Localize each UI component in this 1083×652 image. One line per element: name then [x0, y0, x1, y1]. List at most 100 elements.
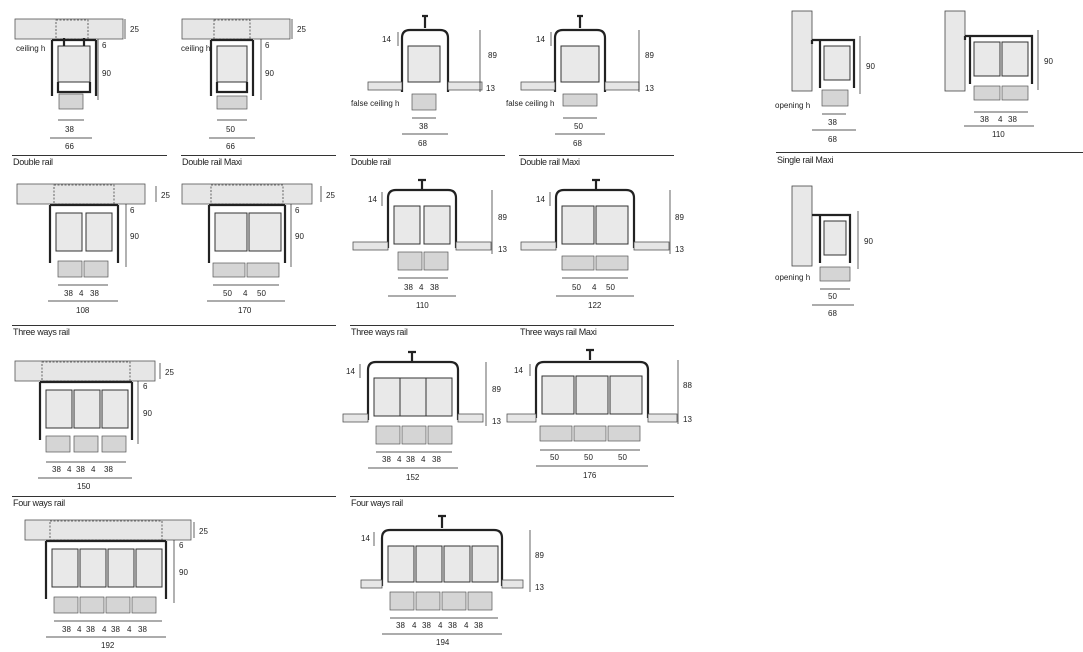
dim-4: 4 [397, 455, 402, 464]
suspension-rod [577, 14, 583, 28]
suspension-rod [586, 348, 594, 360]
door-carriage [467, 591, 493, 611]
dim-4: 4 [102, 625, 107, 634]
false-ceiling-panel [647, 413, 678, 423]
door-carriage [595, 255, 629, 271]
dim-4: 4 [91, 465, 96, 474]
false-ceiling-panel [501, 579, 524, 589]
door-carriage [101, 435, 127, 453]
suspension-rod [418, 178, 426, 190]
caption-double-rail-maxi: Double rail Maxi [182, 157, 242, 167]
rail-profile [50, 38, 98, 96]
dim-38: 38 [86, 625, 95, 634]
door-carriage [1001, 85, 1029, 101]
rail-track [609, 375, 643, 415]
dim-194: 194 [436, 638, 450, 647]
dim-38: 38 [474, 621, 483, 630]
dim-68: 68 [828, 309, 837, 318]
rail-guide [215, 82, 249, 94]
dim-14: 14 [346, 367, 355, 376]
dim-90: 90 [866, 62, 875, 71]
dim-6: 6 [102, 41, 107, 50]
drawing-double-rail-maxi-false-ceiling: 14 false ceiling h 89 13 50 68 [505, 14, 670, 150]
dim-4: 4 [243, 289, 248, 298]
door-carriage [561, 255, 595, 271]
rail-track [135, 548, 163, 588]
caption-double-rail-b: Double rail [351, 157, 391, 167]
dim-4: 4 [67, 465, 72, 474]
dim-38: 38 [62, 625, 71, 634]
false-ceiling-panel [367, 81, 403, 91]
dim-38: 38 [828, 118, 837, 127]
rail-track [823, 220, 847, 256]
dim-89: 89 [488, 51, 497, 60]
false-ceiling-panel [342, 413, 369, 423]
label-false-ceiling-h: false ceiling h [351, 99, 399, 108]
dim-122: 122 [588, 301, 602, 310]
divider [350, 496, 674, 497]
door-carriage [375, 425, 401, 445]
dim-38: 38 [430, 283, 439, 292]
dim-89: 89 [675, 213, 684, 222]
door-carriage [73, 435, 99, 453]
drawing-double-rail-maxi-wall: 90 38 4 38 110 [944, 10, 1083, 142]
dim-6: 6 [130, 206, 135, 215]
rail-track [373, 377, 401, 417]
dim-38: 38 [111, 625, 120, 634]
rail-track [561, 205, 595, 245]
dim-38: 38 [980, 115, 989, 124]
wall [791, 185, 813, 267]
door-carriage [216, 95, 248, 110]
caption-three-ways-rail-b: Three ways rail [351, 327, 408, 337]
dim-38: 38 [406, 455, 415, 464]
drawing-three-ways-rail-false-ceiling: 14 89 13 38 4 38 110 [352, 178, 517, 316]
dim-50: 50 [257, 289, 266, 298]
dim-38: 38 [138, 625, 147, 634]
door-carriage [105, 596, 131, 614]
dim-90: 90 [179, 568, 188, 577]
suspension-rod [592, 178, 600, 190]
door-carriage [973, 85, 1001, 101]
label-opening-h: opening h [775, 273, 810, 282]
dim-38: 38 [65, 125, 74, 134]
dim-90: 90 [864, 237, 873, 246]
ceiling-slab [14, 18, 124, 40]
rail-profile [48, 203, 120, 263]
rail-track [79, 548, 107, 588]
caption-four-ways-rail: Four ways rail [13, 498, 65, 508]
dim-68: 68 [828, 135, 837, 144]
dim-90: 90 [143, 409, 152, 418]
rail-profile [534, 360, 650, 418]
door-carriage [441, 591, 467, 611]
drawing-double-rail-ceiling: 25 ceiling h 6 90 38 66 [12, 18, 152, 151]
rail-profile [400, 28, 450, 92]
rail-track [55, 212, 83, 252]
dim-50: 50 [828, 292, 837, 301]
rail-track [399, 377, 427, 417]
door-carriage [411, 93, 437, 111]
ceiling-slab [16, 183, 146, 205]
rail-profile [553, 28, 607, 92]
dim-66: 66 [65, 142, 74, 151]
dim-38: 38 [52, 465, 61, 474]
rail-track [407, 45, 441, 83]
dim-90: 90 [265, 69, 274, 78]
dim-4: 4 [412, 621, 417, 630]
door-carriage [401, 425, 427, 445]
rail-profile [366, 360, 460, 420]
dim-14: 14 [514, 366, 523, 375]
dim-50: 50 [572, 283, 581, 292]
door-carriage [45, 435, 71, 453]
dim-38: 38 [404, 283, 413, 292]
rail-track [560, 45, 600, 83]
rail-profile [38, 380, 134, 440]
drawing-five-ways-rail-ceiling: 25 6 90 38 4 38 4 38 4 38 192 [24, 519, 224, 650]
dim-13: 13 [645, 84, 654, 93]
dim-170: 170 [238, 306, 252, 315]
door-carriage [821, 89, 849, 107]
dim-89: 89 [498, 213, 507, 222]
rail-track [107, 548, 135, 588]
rail-profile [810, 38, 856, 88]
dim-89: 89 [645, 51, 654, 60]
drawing-double-rail-false-ceiling: 14 false ceiling h 89 13 38 68 [350, 14, 510, 150]
